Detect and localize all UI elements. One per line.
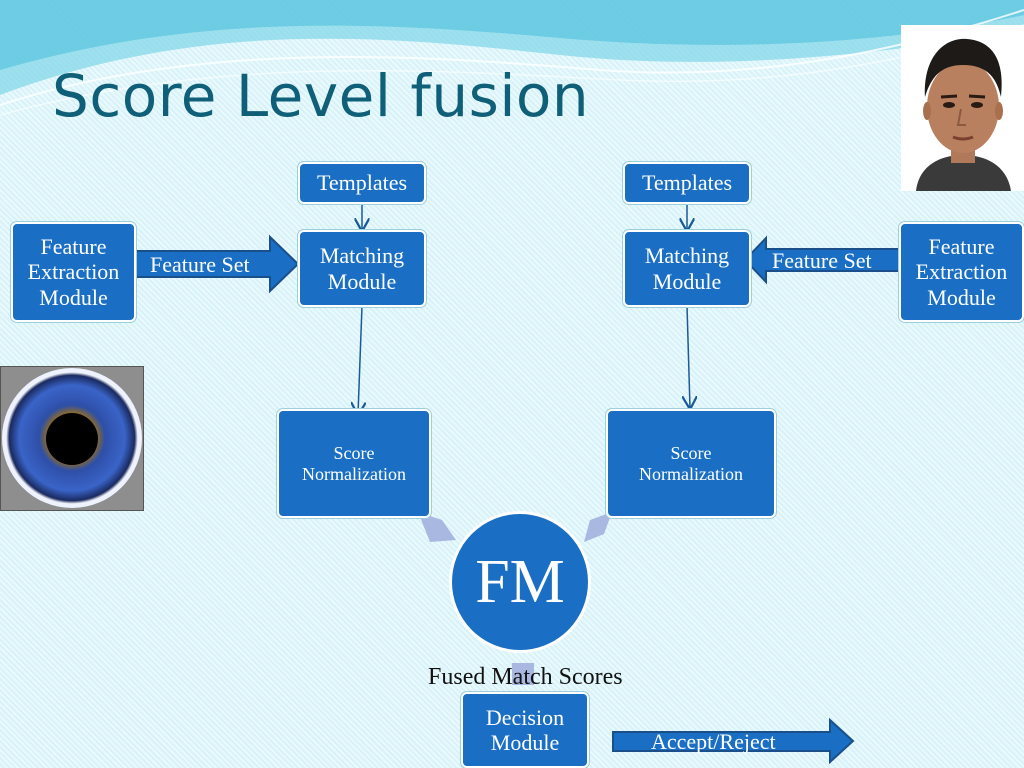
matching-module-left: Matching Module [298,230,426,307]
face-photo [901,25,1024,191]
feature-set-label-left: Feature Set [150,252,250,277]
matching-left-label: Matching Module [319,243,405,294]
templates-left-label: Templates [316,170,408,196]
iris-photo [0,366,144,511]
score-norm-right-label: Score Normalization [639,442,743,484]
connector-left-matching-norm [358,305,362,414]
fm-down-arrow [512,663,534,685]
accept-reject-label: Accept/Reject [651,729,776,754]
iris-image [1,367,143,510]
score-norm-left-label: Score Normalization [302,442,406,484]
templates-box-left: Templates [298,162,426,204]
face-image [901,25,1024,191]
templates-box-right: Templates [623,162,751,204]
connector-right-matching-norm [687,305,690,408]
slide-title: Score Level fusion [52,62,590,130]
matching-module-right: Matching Module [623,230,751,307]
fused-match-scores-label: Fused Match Scores [428,664,623,690]
fusion-module-circle: FM [449,511,591,653]
feature-set-arrow-left [134,234,300,294]
decision-module: Decision Module [461,692,589,768]
feature-set-label-right: Feature Set [772,248,872,273]
feature-extraction-left-label: Feature Extraction Module [27,234,120,310]
decision-module-label: Decision Module [485,704,565,755]
templates-right-label: Templates [641,170,733,196]
chevron-left-into-fm [418,512,456,542]
accept-reject-arrow [612,717,855,765]
fm-label: FM [475,547,565,616]
score-normalization-right: Score Normalization [606,409,776,518]
feature-extraction-module-left: Feature Extraction Module [11,222,136,322]
chevron-right-into-fm [584,512,612,542]
matching-right-label: Matching Module [644,243,730,294]
feature-extraction-module-right: Feature Extraction Module [899,222,1024,322]
score-normalization-left: Score Normalization [277,409,431,518]
feature-set-arrow-right [743,235,913,285]
feature-extraction-right-label: Feature Extraction Module [915,234,1008,310]
